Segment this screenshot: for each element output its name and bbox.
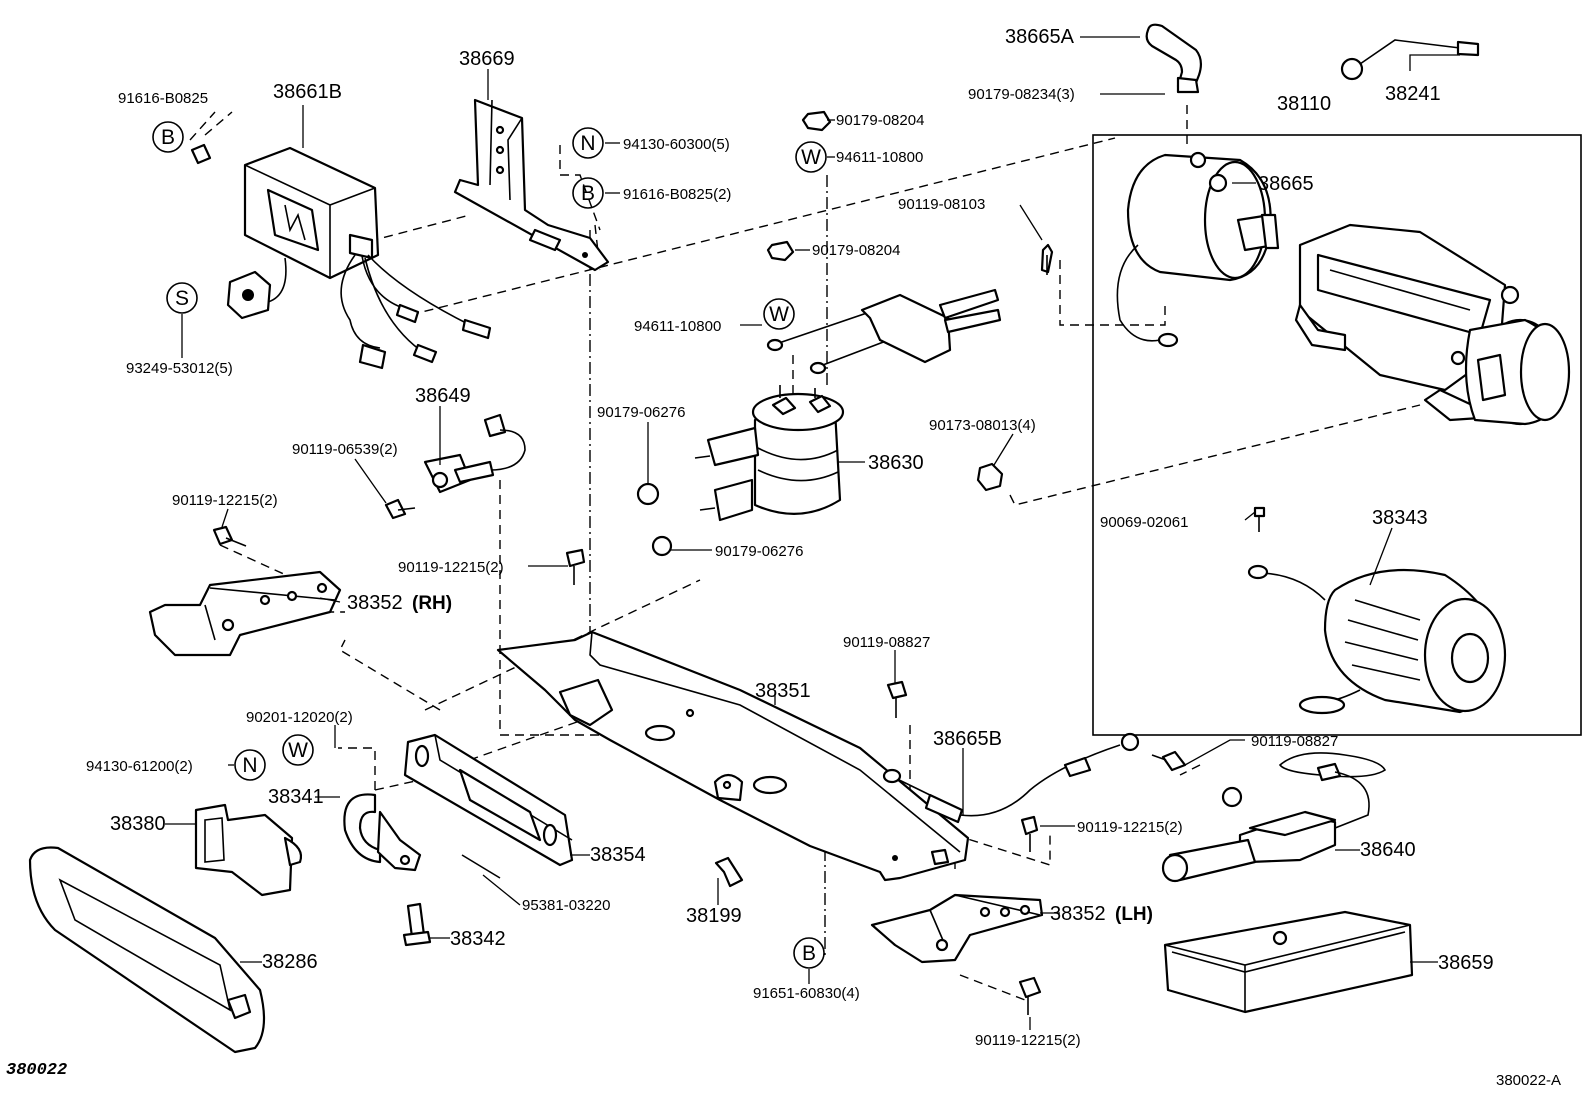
symbol-w-94611a: W <box>801 146 821 169</box>
symbol-w-94611b: W <box>769 303 789 326</box>
part-labels: 38665A 90179-08234(3) 38241 38110 38669 … <box>86 26 1494 1049</box>
label-94130-61200: 94130-61200(2) <box>86 758 193 775</box>
label-90069-02061: 90069-02061 <box>1100 514 1188 531</box>
label-94611-10800-a: 94611-10800 <box>836 149 923 166</box>
label-95381-03220: 95381-03220 <box>522 897 610 914</box>
symbol-b-91616: B <box>161 126 175 149</box>
label-38352-rh: 38352 <box>347 592 403 614</box>
symbol-b-91651: B <box>802 942 816 965</box>
symbol-n-94130-61200: N <box>242 754 257 777</box>
symbol-w-90201: W <box>288 739 308 762</box>
label-90119-12215-a: 90119-12215(2) <box>172 492 278 509</box>
label-38341: 38341 <box>268 786 324 808</box>
label-38665B: 38665B <box>933 728 1002 750</box>
symbol-b-91616-2: B <box>581 182 595 205</box>
part-38665B-drawing <box>882 732 1140 824</box>
part-38343-drawing <box>1247 564 1507 715</box>
part-38199-drawing <box>714 856 744 888</box>
label-38380: 38380 <box>110 813 166 835</box>
part-38352-lh-drawing <box>870 893 1044 964</box>
part-38661B-drawing <box>190 143 492 370</box>
figure-ref-left: 380022 <box>6 1061 67 1080</box>
label-38630: 38630 <box>868 452 924 474</box>
label-91616-B0825-2: 91616-B0825(2) <box>623 186 731 203</box>
part-38649-drawing <box>423 413 526 494</box>
part-38341-drawing <box>343 793 422 872</box>
label-38354: 38354 <box>590 844 646 866</box>
part-38630-drawing <box>694 288 1002 522</box>
label-93249-53012: 93249-53012(5) <box>126 360 233 377</box>
part-90069-drawing <box>1253 506 1266 532</box>
label-38649: 38649 <box>415 385 471 407</box>
label-90201-12020: 90201-12020(2) <box>246 709 353 726</box>
label-38286: 38286 <box>262 951 318 973</box>
label-90179-06276-a: 90179-06276 <box>597 404 685 421</box>
label-90179-08204-a: 90179-08204 <box>836 112 924 129</box>
label-38351: 38351 <box>755 680 811 702</box>
part-38354-drawing <box>403 733 574 867</box>
label-38659: 38659 <box>1438 952 1494 974</box>
label-38241: 38241 <box>1385 83 1441 105</box>
part-38342-drawing <box>402 902 432 947</box>
label-90173-08013: 90173-08013(4) <box>929 417 1036 434</box>
label-90179-06276-b: 90179-06276 <box>715 543 803 560</box>
label-90119-06539: 90119-06539(2) <box>292 441 398 458</box>
label-90119-08827-b: 90119-08827 <box>1251 733 1338 750</box>
label-90119-08103: 90119-08103 <box>898 196 985 213</box>
label-38352-lh: 38352 <box>1050 903 1106 925</box>
label-94130-60300: 94130-60300(5) <box>623 136 730 153</box>
part-38351-drawing <box>496 630 970 882</box>
part-38352-rh-drawing <box>148 570 342 657</box>
part-38669-drawing <box>453 98 610 272</box>
part-95381-drawing <box>461 854 501 879</box>
label-90119-12215-d: 90119-12215(2) <box>975 1032 1081 1049</box>
label-38110: 38110 <box>1277 93 1331 115</box>
label-38342: 38342 <box>450 928 506 950</box>
figure-ref-right: 380022-A <box>1496 1072 1561 1089</box>
label-90119-12215-b: 90119-12215(2) <box>398 559 504 576</box>
part-38380-drawing <box>194 803 303 897</box>
label-38669: 38669 <box>459 48 515 70</box>
label-90179-08234: 90179-08234(3) <box>968 86 1075 103</box>
label-90119-08827-a: 90119-08827 <box>843 634 930 651</box>
label-38199: 38199 <box>686 905 742 927</box>
winch-motor-drawing <box>1116 151 1571 426</box>
symbol-circles: B N B W W S W N B <box>152 121 827 969</box>
label-lh: (LH) <box>1115 904 1153 925</box>
label-38665: 38665 <box>1258 173 1314 195</box>
label-38665A: 38665A <box>1005 26 1075 48</box>
symbol-s-93249: S <box>175 287 189 310</box>
symbol-n-94130: N <box>580 132 595 155</box>
label-38640: 38640 <box>1360 839 1416 861</box>
leader-lines <box>165 36 1460 1030</box>
label-rh: (RH) <box>412 593 452 614</box>
part-38286-drawing <box>28 846 266 1054</box>
part-38659-drawing <box>1163 910 1414 1014</box>
winch-assembly-frame <box>1092 134 1582 736</box>
label-90179-08204-b: 90179-08204 <box>812 242 900 259</box>
part-38640-drawing <box>1161 752 1387 883</box>
label-91616-B0825: 91616-B0825 <box>118 90 208 107</box>
label-91651-60830: 91651-60830(4) <box>753 985 860 1002</box>
part-38241-drawing <box>1340 39 1480 81</box>
label-38343: 38343 <box>1372 507 1428 529</box>
label-90119-12215-c: 90119-12215(2) <box>1077 819 1183 836</box>
part-38665A-drawing <box>1145 23 1203 94</box>
label-38661B: 38661B <box>273 81 342 103</box>
label-94611-10800-b: 94611-10800 <box>634 318 721 335</box>
